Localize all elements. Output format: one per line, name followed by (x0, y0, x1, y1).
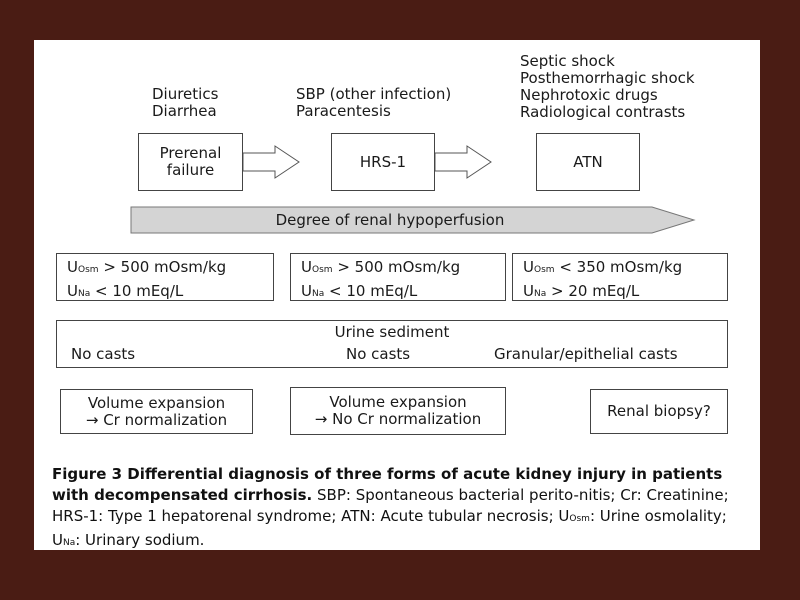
figure-slide: Diuretics Diarrhea SBP (other infection)… (34, 40, 760, 550)
prerenal-label-line1: Prerenal (159, 144, 222, 162)
management-hrs-line2: → No Cr normalization (314, 410, 482, 428)
cause-paracentesis: Paracentesis (296, 102, 391, 120)
figure-caption: Figure 3 Differential diagnosis of three… (52, 464, 742, 554)
uosm-sub: Osm (311, 265, 333, 275)
una-label: U (523, 282, 534, 300)
management-prerenal-line1: Volume expansion (87, 393, 226, 412)
management-prerenal-line2: → Cr normalization (85, 410, 228, 429)
uosm-label: U (523, 258, 534, 276)
atn-label: ATN (573, 152, 603, 171)
management-box-prerenal: Volume expansion → Cr normalization (60, 389, 253, 434)
cause-septic-shock: Septic shock (520, 52, 615, 70)
una-sub: Na (311, 289, 325, 299)
renal-biopsy-label: Renal biopsy? (607, 402, 711, 420)
management-box-hrs: Volume expansion → No Cr normalization (290, 387, 506, 435)
prerenal-causes: Diuretics Diarrhea (152, 86, 218, 120)
arrow-prerenal-to-hrs-icon (243, 145, 300, 179)
prerenal-failure-box: Prerenal failure (138, 133, 243, 191)
atn-box: ATN (536, 133, 640, 191)
uosm-sub: Osm (533, 265, 555, 275)
urine-test-box-atn: UOsm < 350 mOsm/kg UNa > 20 mEq/L (512, 253, 728, 301)
sediment-prerenal: No casts (71, 345, 136, 363)
cause-sbp: SBP (other infection) (296, 85, 452, 103)
cause-nephrotoxic-drugs: Nephrotoxic drugs (520, 86, 658, 104)
urine-test-box-prerenal: UOsm > 500 mOsm/kg UNa < 10 mEq/L (56, 253, 274, 301)
uosm-value: > 500 mOsm/kg (337, 258, 461, 276)
una-value: < 10 mEq/L (329, 282, 418, 300)
cause-diarrhea: Diarrhea (152, 102, 217, 120)
uosm-label: U (301, 258, 312, 276)
hrs-causes: SBP (other infection) Paracentesis (296, 86, 451, 120)
cause-radiological-contrasts: Radiological contrasts (520, 103, 686, 121)
urine-test-box-hrs: UOsm > 500 mOsm/kg UNa < 10 mEq/L (290, 253, 506, 301)
hrs-1-label: HRS-1 (359, 152, 407, 171)
una-value: < 10 mEq/L (95, 282, 184, 300)
una-value: > 20 mEq/L (551, 282, 640, 300)
urine-sediment-title: Urine sediment (334, 323, 450, 341)
caption-text-2: : Urine osmolality; U (52, 507, 727, 549)
hypoperfusion-label: Degree of renal hypoperfusion (275, 210, 505, 229)
caption-sub-osm: Osm (569, 514, 590, 524)
uosm-value: < 350 mOsm/kg (559, 258, 683, 276)
caption-sub-na: Na (62, 538, 76, 548)
uosm-sub: Osm (77, 265, 99, 275)
arrow-hrs-to-atn-icon (435, 145, 492, 179)
una-label: U (301, 282, 312, 300)
cause-posthemorrhagic-shock: Posthemorrhagic shock (520, 69, 695, 87)
hrs-1-box: HRS-1 (331, 133, 435, 191)
atn-causes: Septic shock Posthemorrhagic shock Nephr… (520, 53, 695, 121)
caption-text-1: SBP: Spontaneous bacterial perito-nitis;… (52, 486, 729, 525)
management-box-atn: Renal biopsy? (590, 389, 728, 434)
uosm-label: U (67, 258, 78, 276)
una-sub: Na (77, 289, 91, 299)
una-label: U (67, 282, 78, 300)
uosm-value: > 500 mOsm/kg (103, 258, 227, 276)
sediment-hrs: No casts (346, 345, 411, 363)
caption-title: Figure 3 Differential diagnosis of three… (52, 465, 723, 504)
urine-sediment-box: Urine sediment No casts No casts Granula… (56, 320, 728, 368)
cause-diuretics: Diuretics (152, 85, 219, 103)
prerenal-label-line2: failure (166, 161, 215, 179)
sediment-atn: Granular/epithelial casts (494, 345, 678, 363)
management-hrs-line1: Volume expansion (329, 393, 467, 411)
hypoperfusion-arrow-icon (130, 206, 696, 234)
una-sub: Na (533, 289, 547, 299)
caption-text-3: : Urinary sodium. (75, 531, 205, 549)
